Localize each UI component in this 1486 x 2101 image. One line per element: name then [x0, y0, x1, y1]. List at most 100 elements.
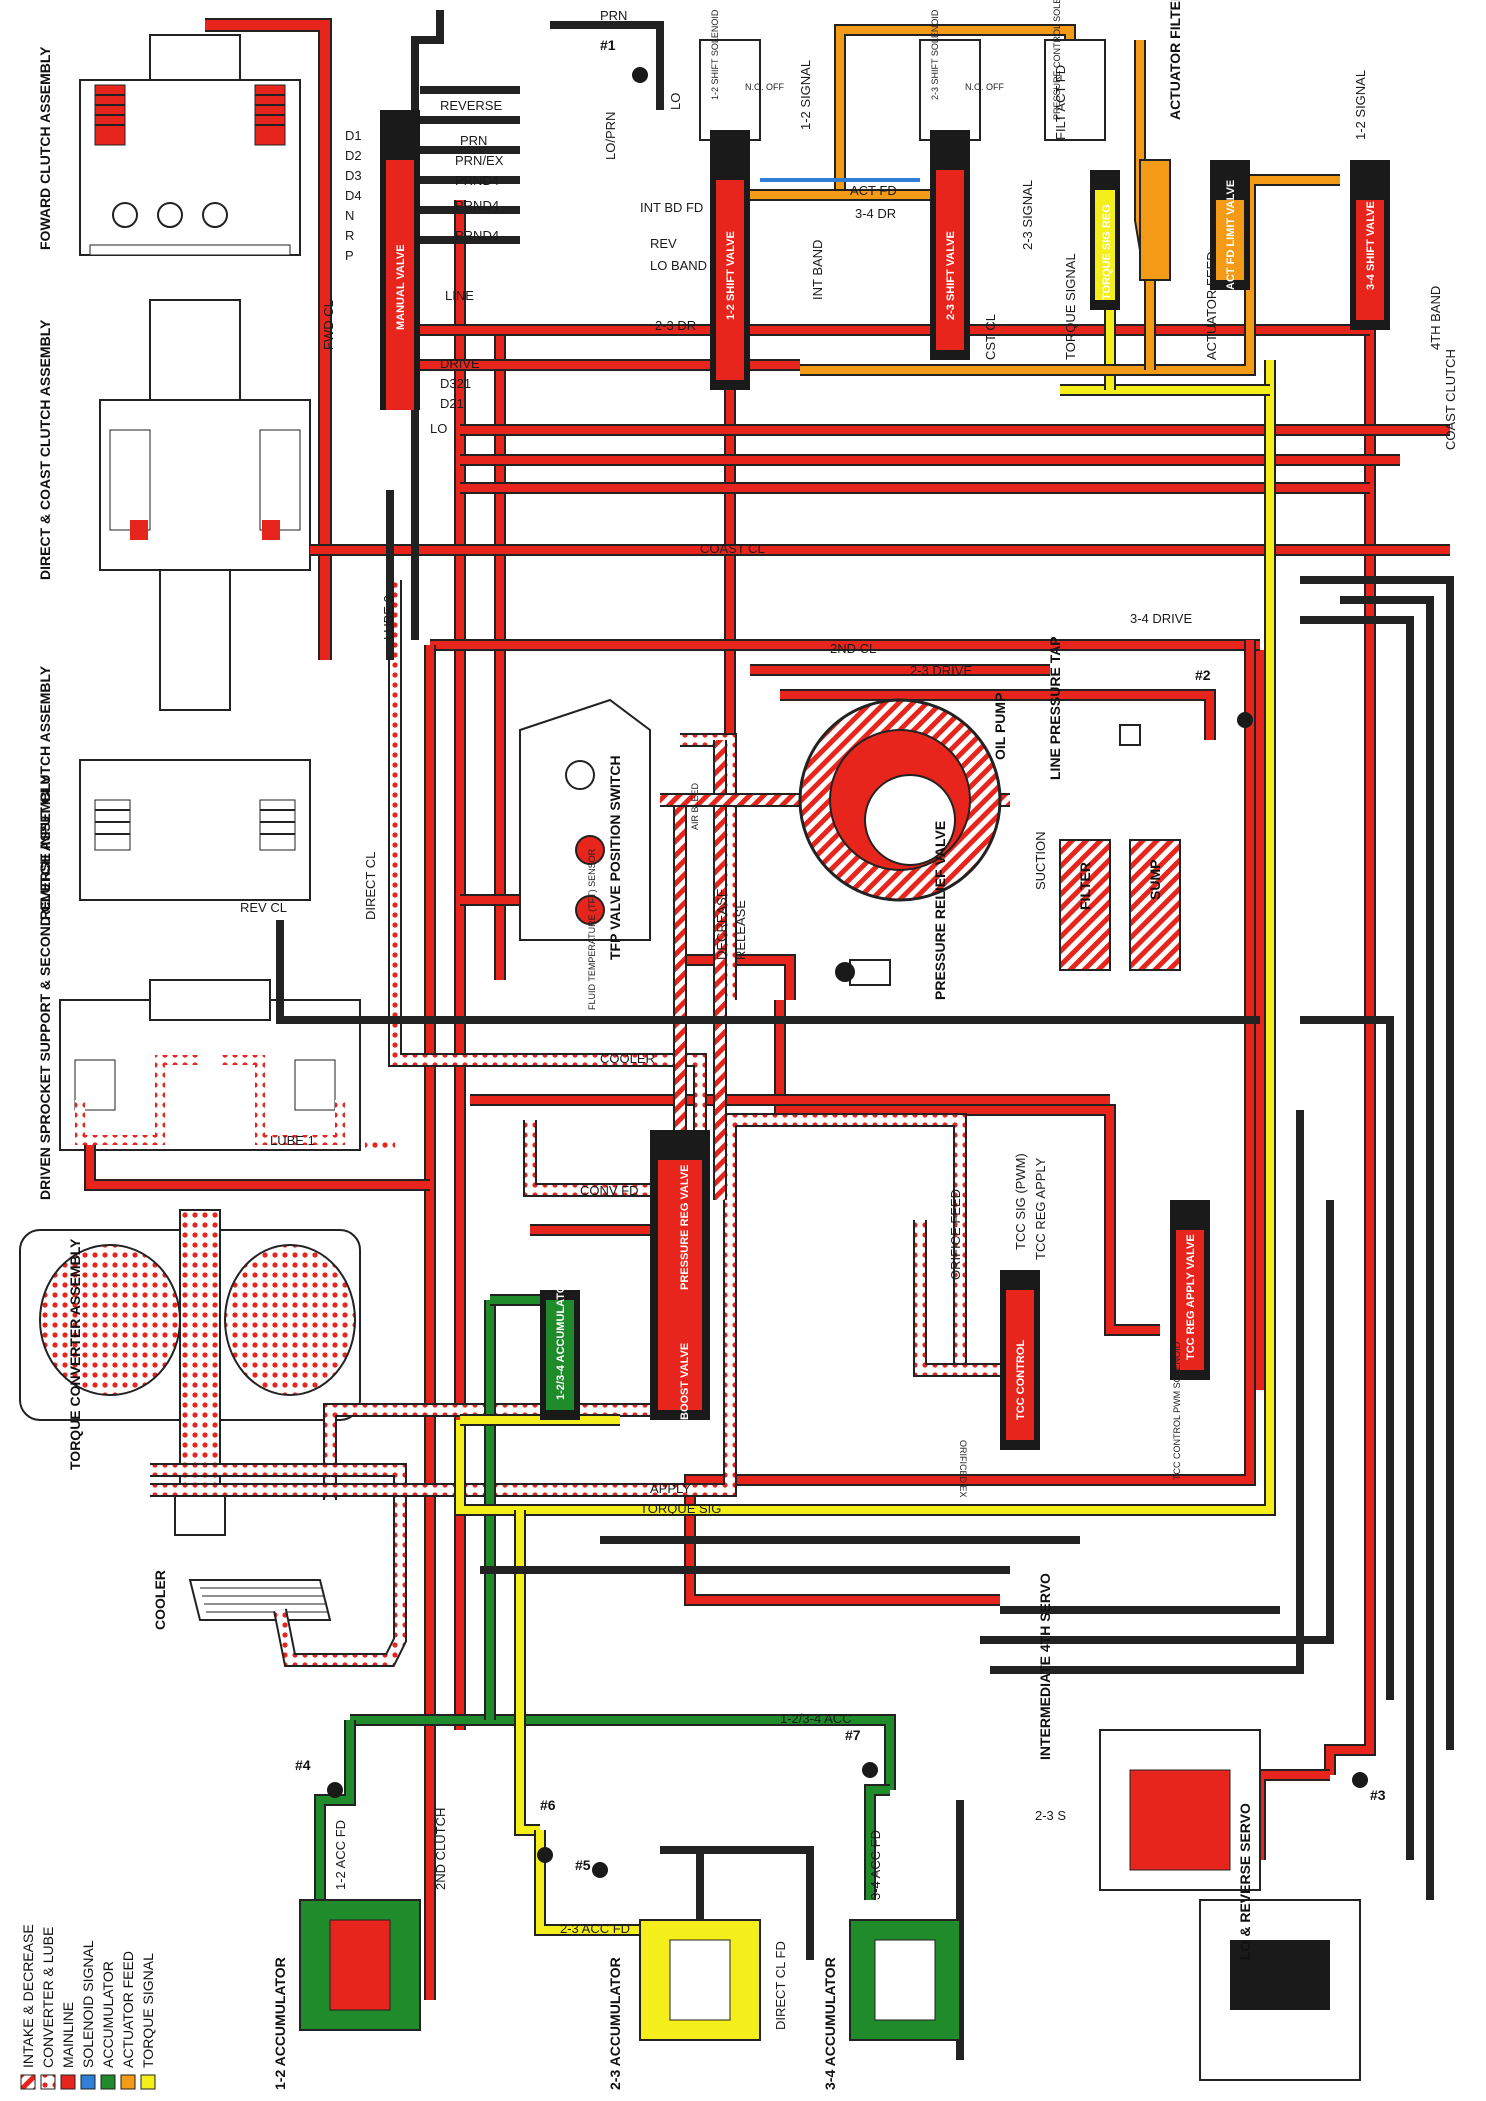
line-pressure-tap: LINE PRESSURE TAP — [1047, 636, 1141, 780]
reverse-input-clutch-label: REVERSE INPUT CLUTCH ASSEMBLY — [37, 665, 53, 920]
svg-text:REV: REV — [650, 236, 677, 251]
tcc-reg-apply-valve: TCC REG APPLY VALVE TCC CONTROL PWM SOLE… — [1170, 1200, 1210, 1480]
checkball-7: #7 — [845, 1727, 878, 1778]
legend-label-torque: TORQUE SIGNAL — [140, 1953, 156, 2068]
svg-text:P: P — [345, 248, 354, 263]
svg-text:SUMP: SUMP — [1147, 860, 1163, 900]
svg-text:CONV FD: CONV FD — [580, 1183, 639, 1198]
svg-text:2-3 ACC FD: 2-3 ACC FD — [560, 1921, 630, 1936]
svg-text:LO BAND: LO BAND — [650, 258, 707, 273]
svg-text:N.O. OFF: N.O. OFF — [745, 82, 784, 92]
svg-text:2-3 DRIVE: 2-3 DRIVE — [910, 663, 972, 678]
svg-text:FILT ACT FD: FILT ACT FD — [1053, 65, 1068, 140]
shift-valve-12: 1-2 SHIFT VALVE 1-2 SHIFT SOLENOID N.O. … — [699, 9, 784, 390]
svg-text:LUBE 2: LUBE 2 — [381, 595, 396, 640]
svg-text:3-4 DR: 3-4 DR — [855, 206, 896, 221]
svg-text:TCC CONTROL PWM SOLENOID: TCC CONTROL PWM SOLENOID — [1172, 1341, 1182, 1480]
legend-swatch-torque — [140, 2074, 156, 2090]
svg-text:#5: #5 — [575, 1857, 591, 1873]
svg-text:TORQUE SIG: TORQUE SIG — [640, 1501, 721, 1516]
svg-text:TCC SIG (PWM): TCC SIG (PWM) — [1013, 1153, 1028, 1250]
accumulator-12: 1-2 ACCUMULATOR — [272, 1899, 421, 2090]
svg-text:OIL PUMP: OIL PUMP — [992, 693, 1008, 760]
torque-converter-label: TORQUE CONVERTER ASSEMBLY — [67, 1238, 83, 1470]
svg-text:D2: D2 — [345, 148, 362, 163]
forward-clutch-assembly — [79, 34, 301, 256]
torque-signal-passages — [454, 230, 1276, 1936]
legend-label-solenoid: SOLENOID SIGNAL — [80, 1940, 96, 2068]
svg-text:PRN: PRN — [600, 8, 627, 23]
svg-text:R: R — [345, 228, 354, 243]
oil-pump: OIL PUMP — [798, 693, 1008, 902]
svg-text:DECREASE: DECREASE — [714, 888, 729, 960]
svg-text:4TH BAND: 4TH BAND — [1428, 286, 1443, 350]
svg-text:TFP VALVE POSITION SWITCH: TFP VALVE POSITION SWITCH — [607, 755, 623, 960]
svg-text:COAST CLUTCH: COAST CLUTCH — [1443, 349, 1458, 450]
svg-text:2-3 SHIFT VALVE: 2-3 SHIFT VALVE — [945, 231, 957, 320]
svg-text:1-2 SHIFT VALVE: 1-2 SHIFT VALVE — [725, 231, 737, 320]
svg-text:TCC REG APPLY: TCC REG APPLY — [1033, 1157, 1048, 1260]
checkball-3: #3 — [1352, 1772, 1386, 1803]
filter-sump: FILTER SUMP SUCTION — [1033, 832, 1163, 911]
checkball-4: #4 — [295, 1757, 343, 1798]
svg-text:2-3 DR: 2-3 DR — [655, 318, 696, 333]
svg-text:PRN: PRN — [460, 133, 487, 148]
direct-coast-clutch-assembly — [99, 299, 311, 711]
accumulator-23: 2-3 ACCUMULATOR — [607, 1919, 761, 2090]
svg-text:PRND4: PRND4 — [455, 228, 499, 243]
svg-text:INT BAND: INT BAND — [810, 240, 825, 300]
svg-text:#6: #6 — [540, 1797, 556, 1813]
svg-text:TORQUE SIG REG: TORQUE SIG REG — [1101, 204, 1113, 300]
legend-swatch-accumulator — [100, 2074, 116, 2090]
svg-text:ACT FD: ACT FD — [850, 183, 897, 198]
gear-position-scale: D1 D2 D3 D4 N R P — [345, 128, 362, 263]
shift-valve-34: 3-4 SHIFT VALVE — [1350, 160, 1390, 330]
svg-text:PRN/EX: PRN/EX — [455, 153, 504, 168]
tcc-control-valve: TCC CONTROL ORIFICED EX — [958, 1270, 1040, 1498]
legend-swatch-dots — [40, 2074, 56, 2090]
legend-label-accumulator: ACCUMULATOR — [100, 1961, 116, 2068]
svg-text:2-3 SHIFT SOLENOID: 2-3 SHIFT SOLENOID — [930, 9, 940, 100]
svg-text:LUBE 1: LUBE 1 — [270, 1133, 315, 1148]
svg-text:N.O. OFF: N.O. OFF — [965, 82, 1004, 92]
svg-text:LO & REVERSE SERVO: LO & REVERSE SERVO — [1237, 1803, 1253, 1960]
svg-text:LINE PRESSURE TAP: LINE PRESSURE TAP — [1047, 636, 1063, 780]
legend-label-hatch: INTAKE & DECREASE — [20, 1924, 36, 2068]
torque-sig-reg-valve: TORQUE SIG REG PRESSURE CONTROL SOLENOID — [1044, 0, 1120, 310]
reverse-input-clutch-assembly — [79, 759, 311, 901]
legend-label-mainline: MAINLINE — [60, 2002, 76, 2068]
svg-text:2-3 S: 2-3 S — [1035, 1808, 1066, 1823]
svg-text:ORIFICE FEED: ORIFICE FEED — [948, 1189, 963, 1280]
svg-text:FWD CL: FWD CL — [321, 300, 336, 350]
svg-text:INTERMEDIATE 4TH SERVO: INTERMEDIATE 4TH SERVO — [1037, 1573, 1053, 1760]
svg-text:LO: LO — [430, 421, 447, 436]
svg-text:2ND CLUTCH: 2ND CLUTCH — [433, 1808, 448, 1890]
svg-text:#7: #7 — [845, 1727, 861, 1743]
svg-text:#1: #1 — [600, 37, 616, 53]
svg-text:ACTUATOR FEED: ACTUATOR FEED — [1204, 251, 1219, 360]
svg-text:3-4 ACCUMULATOR: 3-4 ACCUMULATOR — [822, 1957, 838, 2090]
svg-text:PRESSURE CONTROL SOLENOID: PRESSURE CONTROL SOLENOID — [1052, 0, 1062, 120]
actuator-filter: ACTUATOR FILTER — [1139, 0, 1183, 281]
legend-swatch-mainline — [60, 2074, 76, 2090]
svg-text:CST CL: CST CL — [983, 314, 998, 360]
svg-text:TORQUE SIGNAL: TORQUE SIGNAL — [1063, 253, 1078, 360]
svg-text:1-2 ACC FD: 1-2 ACC FD — [333, 1820, 348, 1890]
svg-text:FILTER: FILTER — [1077, 862, 1093, 910]
lo-reverse-servo: LO & REVERSE SERVO — [1199, 1803, 1361, 2081]
svg-text:PRESSURE REG VALVE: PRESSURE REG VALVE — [679, 1164, 691, 1290]
svg-text:TCC CONTROL: TCC CONTROL — [1015, 1340, 1027, 1420]
accumulator-34: 3-4 ACCUMULATOR — [822, 1919, 961, 2090]
svg-text:ACT FD LIMIT VALVE: ACT FD LIMIT VALVE — [1225, 180, 1237, 290]
act-fd-limit-valve: ACT FD LIMIT VALVE — [1210, 160, 1250, 290]
svg-text:N: N — [345, 208, 354, 223]
checkball-1: #1 — [600, 37, 648, 83]
svg-text:LO: LO — [668, 93, 683, 110]
svg-text:3-4 DRIVE: 3-4 DRIVE — [1130, 611, 1192, 626]
pressure-relief-valve: PRESSURE RELIEF VALVE — [835, 821, 948, 1000]
legend-swatch-solenoid — [80, 2074, 96, 2090]
svg-text:DRIVE: DRIVE — [440, 356, 480, 371]
svg-text:#3: #3 — [1370, 1787, 1386, 1803]
